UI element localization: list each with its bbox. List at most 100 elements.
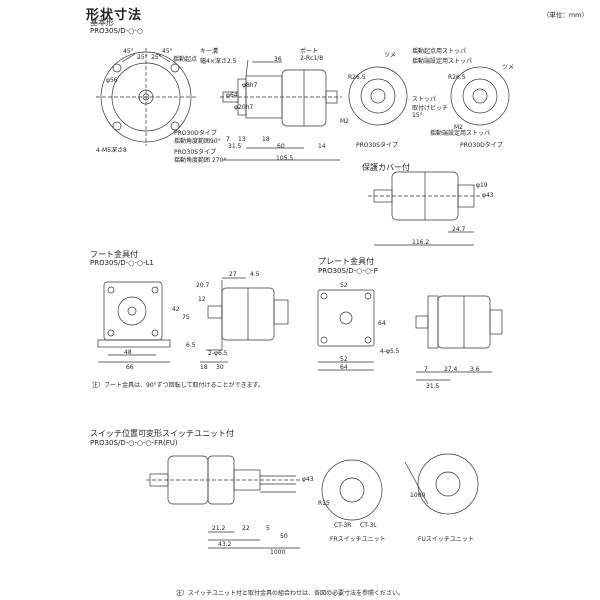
foot-front-hole bbox=[151, 329, 159, 337]
angle-45a: 45° bbox=[123, 48, 134, 55]
dia56-label: φ56 bbox=[106, 77, 118, 84]
dim-basic: 31.5 bbox=[228, 143, 242, 150]
foot-front-body bbox=[103, 281, 163, 341]
claw-label: ツメ bbox=[384, 52, 397, 59]
foot-front-hole bbox=[151, 286, 159, 294]
foot-model: PRO30S/D-○-○-L1 bbox=[90, 259, 154, 267]
range-s-value: 揺動角度範囲 270° bbox=[174, 157, 227, 164]
fr-unit-label: FRスイッチユニット bbox=[330, 536, 386, 543]
stopper-d-inner bbox=[462, 78, 498, 114]
pitch-deg-label: 15° bbox=[412, 112, 423, 119]
dim-cover: 116.2 bbox=[412, 239, 430, 246]
switch-heading: スイッチ位置可変形スイッチユニット付 bbox=[90, 429, 234, 438]
dim-switch: 43.2 bbox=[218, 541, 232, 548]
plate-front-hole bbox=[320, 336, 328, 344]
dia64-label: φ64 bbox=[226, 92, 238, 99]
dim-cover: φ19 bbox=[476, 182, 488, 189]
angle-45b: 45° bbox=[162, 48, 173, 55]
dim-switch: 21.2 bbox=[212, 525, 226, 532]
pitch-label: 取付けピッチ bbox=[412, 105, 449, 112]
basic-front-hole bbox=[170, 63, 180, 73]
dim-foot: 30 bbox=[216, 364, 224, 371]
dia20-label: φ20h7 bbox=[234, 104, 254, 111]
foot-side-cap bbox=[273, 299, 289, 325]
dim-foot: 75 bbox=[182, 314, 190, 321]
dim-plate: 3.6 bbox=[470, 366, 480, 373]
plate-side-plate bbox=[427, 295, 439, 349]
dia8-label: φ8h7 bbox=[242, 82, 258, 89]
dim-switch: R15 bbox=[318, 500, 330, 507]
plate-side-shaft bbox=[415, 315, 429, 329]
foot-front-hole bbox=[107, 329, 115, 337]
plate-front bbox=[317, 289, 375, 347]
unit-note: （単位：mm） bbox=[542, 11, 588, 19]
plate-side-cap bbox=[489, 309, 503, 335]
switch-model: PRO30S/D-○-○-○-FR(FU) bbox=[90, 439, 178, 447]
dim-basic: 13 bbox=[238, 136, 246, 143]
range-d-value: 揺動角度範囲90° bbox=[174, 138, 221, 145]
stopper-d-hub bbox=[472, 88, 488, 104]
dim-switch: 1000 bbox=[270, 549, 286, 556]
dim-switch: 1000 bbox=[410, 492, 426, 499]
fr-unit-outer bbox=[321, 459, 383, 521]
stopper-setting-label: 揺動端設定用ストッパ bbox=[412, 58, 473, 65]
stopper-end-label: 揺動端設定用ストッパ bbox=[430, 130, 491, 137]
plate-heading: プレート金具付 bbox=[318, 257, 374, 266]
dim-switch: 22 bbox=[242, 525, 250, 532]
switch-leads bbox=[260, 475, 296, 493]
key-spec-label: 幅4×深さ2.5 bbox=[200, 58, 237, 65]
dim-foot: 6.5 bbox=[186, 342, 196, 349]
type-s-label: PRO30Sタイプ bbox=[356, 142, 398, 149]
dim-basic: 60 bbox=[277, 143, 285, 150]
dim-switch: CT-3L bbox=[360, 522, 377, 529]
fu-unit-label: FUスイッチユニット bbox=[418, 536, 474, 543]
foot-heading: フート金具付 bbox=[90, 250, 138, 259]
basic-front-hole bbox=[170, 121, 180, 131]
dim-foot: 42 bbox=[172, 306, 180, 313]
dim-foot: 27 bbox=[229, 271, 237, 278]
r-label-b: R26.5 bbox=[448, 74, 466, 81]
dim-cover: 24.7 bbox=[452, 226, 466, 233]
dim-foot: 4.5 bbox=[250, 271, 260, 278]
basic-front-hole bbox=[112, 121, 122, 131]
plate-front-hole bbox=[364, 336, 372, 344]
plate-front-hole bbox=[364, 292, 372, 300]
key-groove-label: キー溝 bbox=[200, 48, 219, 55]
page-title: 形状寸法 bbox=[86, 8, 143, 23]
type-d-label: PRO30Dタイプ bbox=[460, 142, 503, 149]
cover-heading: 保護カバー付 bbox=[362, 163, 410, 172]
claw2-label: ツメ bbox=[502, 64, 515, 71]
dim-plate: 7 bbox=[424, 366, 428, 373]
foot-front-boss bbox=[117, 296, 147, 326]
stopper-s-hub bbox=[370, 88, 386, 104]
fu-unit-inner bbox=[435, 471, 461, 497]
port-spec-label: 2-Rc1/8 bbox=[300, 55, 324, 62]
dim-foot: 2-φ6.5 bbox=[208, 350, 228, 357]
dim-basic: 14 bbox=[318, 143, 326, 150]
stopper-s-outer bbox=[348, 66, 408, 126]
angle-25a: 25° bbox=[137, 54, 148, 61]
plate-front-shaft bbox=[339, 311, 353, 325]
foot-side-shaft bbox=[207, 305, 223, 319]
dim-switch: 5 bbox=[266, 525, 270, 532]
stopper-origin-label: 揺動起点用ストッパ bbox=[412, 48, 467, 55]
dim-plate: 52 bbox=[340, 282, 348, 289]
foot-side-bracket bbox=[206, 280, 223, 351]
foot-front-base bbox=[97, 339, 171, 348]
dim-switch: CT-3R bbox=[334, 522, 352, 529]
dim-switch: φ43 bbox=[302, 476, 314, 483]
basic-heading: 基本形 bbox=[90, 18, 114, 27]
foot-note: 注）フート金具は、90°ずつ回転して取付けることができます。 bbox=[92, 382, 264, 389]
dim-plate: 27.4 bbox=[444, 366, 458, 373]
m2-label: M2 bbox=[340, 118, 349, 125]
dim-plate: 64 bbox=[378, 320, 386, 327]
dim-foot: 20.7 bbox=[196, 282, 210, 289]
foot-front-hole bbox=[107, 286, 115, 294]
foot-front-shaft bbox=[127, 306, 137, 316]
fr-unit-inner bbox=[339, 477, 365, 503]
stopper-s-inner bbox=[360, 78, 396, 114]
m2b-label: M2 bbox=[454, 124, 463, 131]
basic-front-hole bbox=[112, 63, 122, 73]
fu-lead bbox=[404, 461, 429, 505]
